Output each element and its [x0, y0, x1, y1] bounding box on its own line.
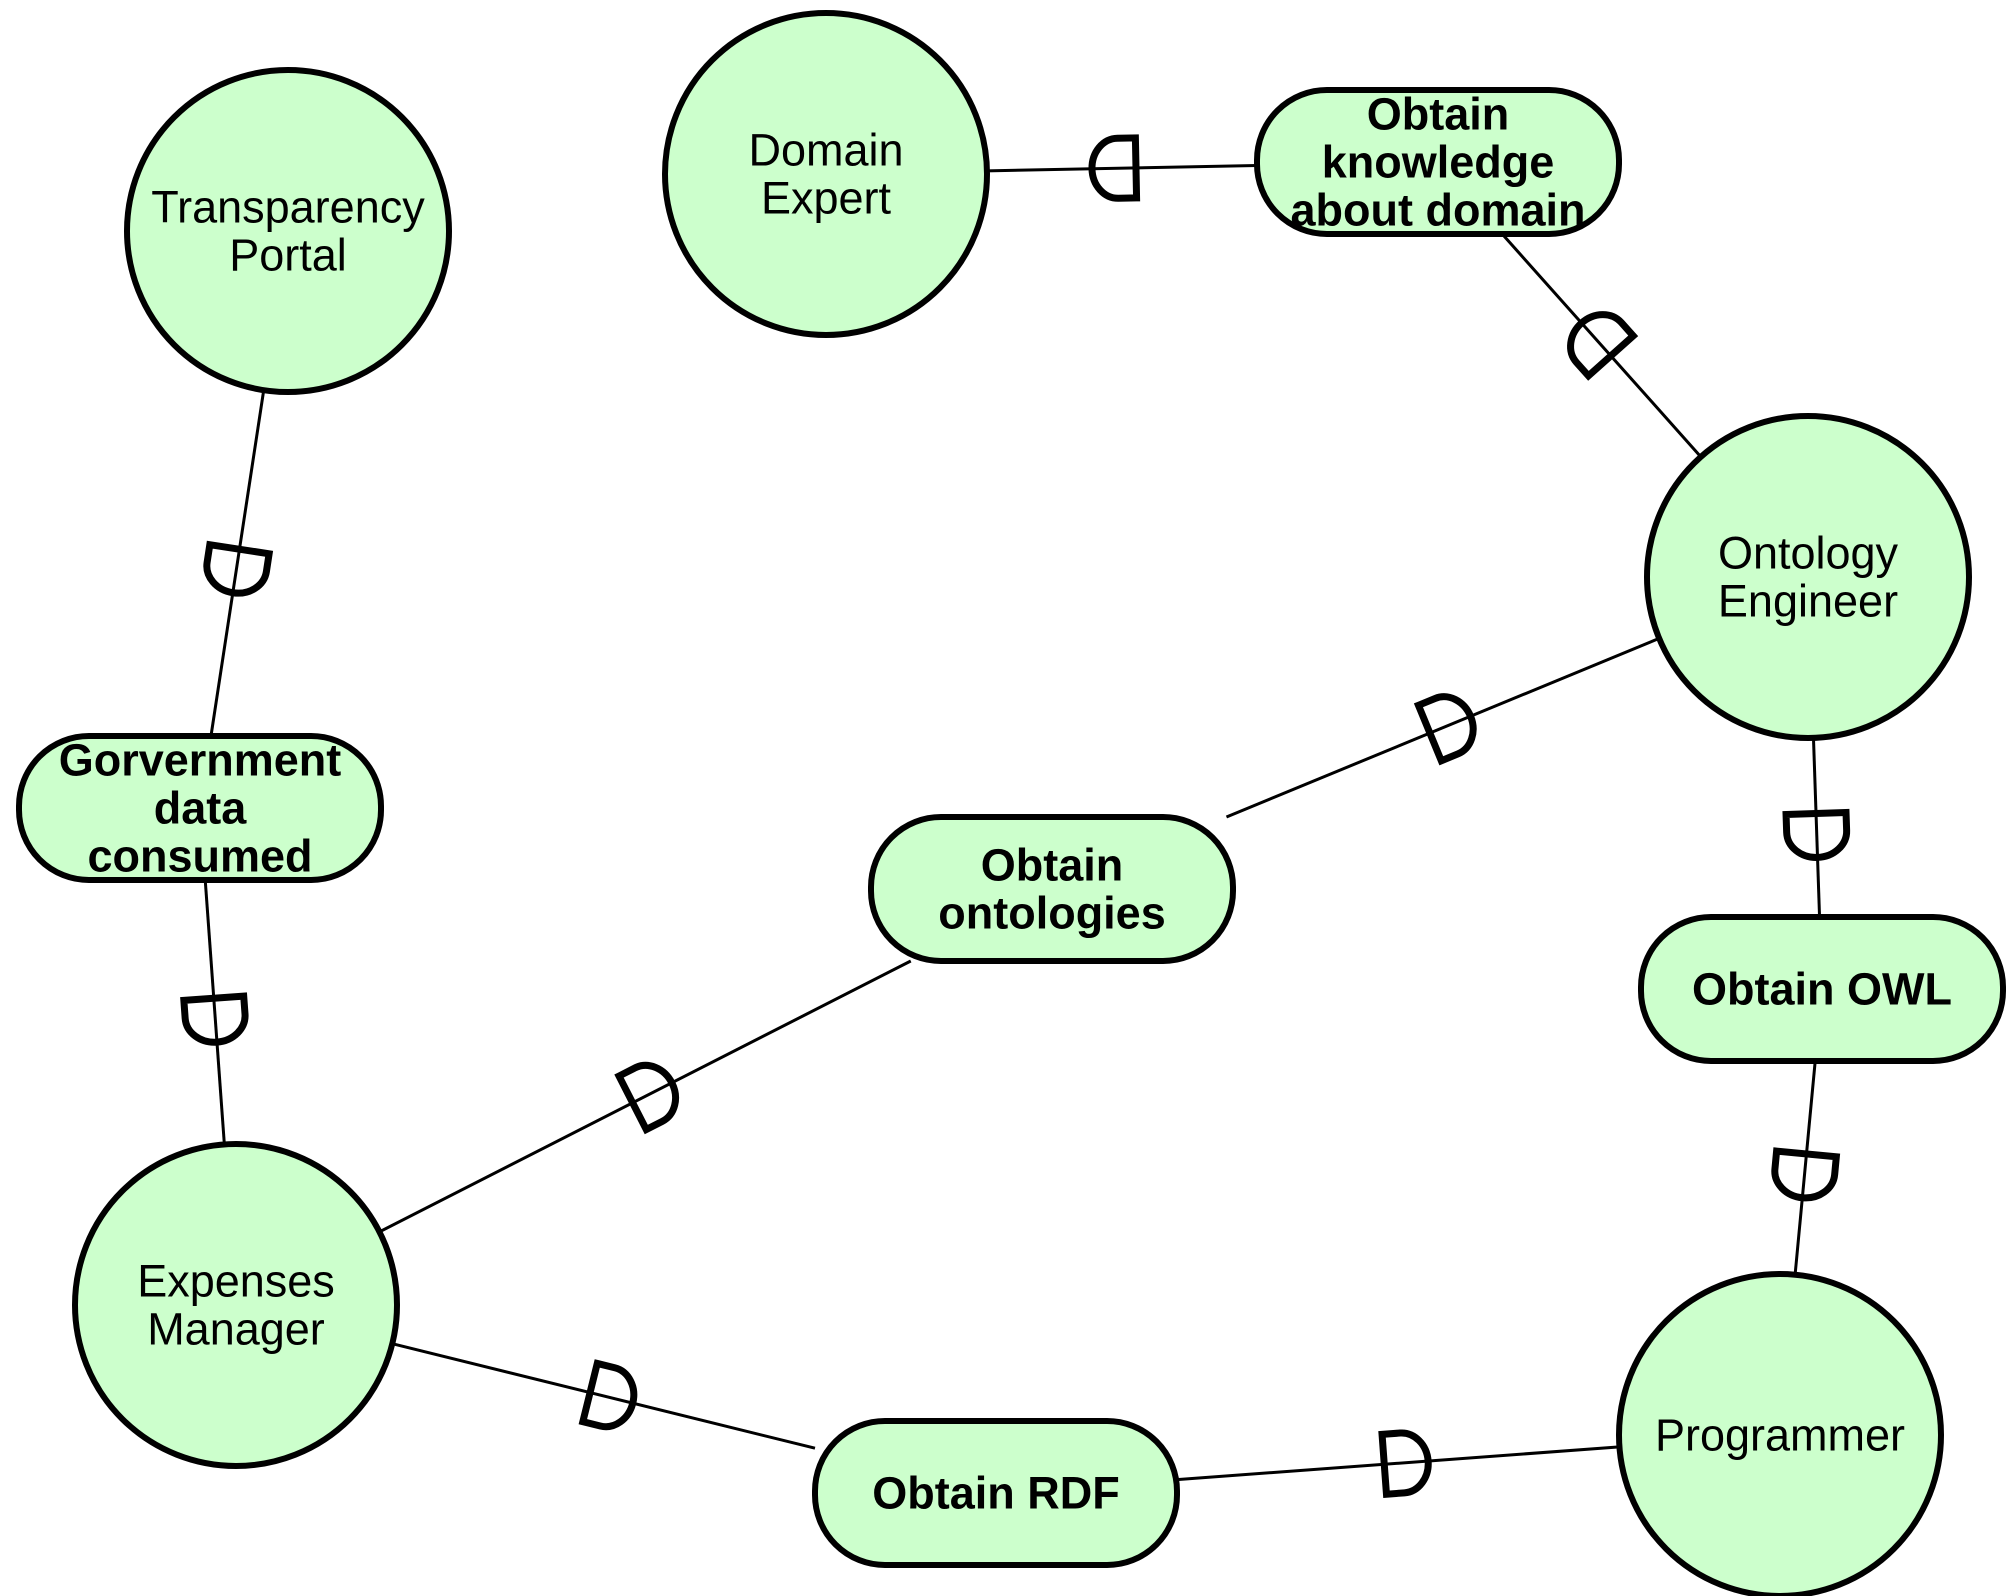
dependency-link[interactable] [1176, 1429, 1620, 1498]
dependum-label: Obtain [1367, 89, 1510, 140]
goal-obtain-owl[interactable]: Obtain OWL [1638, 914, 2006, 1064]
actor-label: Programmer [1655, 1410, 1905, 1461]
dependency-d-marker [180, 992, 249, 1046]
actor-label: Expenses [137, 1256, 335, 1307]
dependency-link[interactable] [1771, 1060, 1841, 1275]
dependency-d-marker [1413, 693, 1477, 766]
actor-circle [1644, 413, 1972, 741]
dependum-label: knowledge [1322, 137, 1555, 188]
dependency-link[interactable] [986, 134, 1258, 202]
dependency-link[interactable] [391, 1342, 816, 1450]
dependum-label: Obtain RDF [872, 1468, 1119, 1519]
actor-circle [1616, 1271, 1944, 1596]
goal-obtain-rdf[interactable]: Obtain RDF [812, 1418, 1180, 1568]
dependum-label: consumed [87, 831, 312, 882]
goal-shape [868, 814, 1236, 964]
dependency-d-marker [578, 1359, 638, 1431]
dependum-label: Obtain OWL [1692, 964, 1952, 1015]
dependency-line [986, 164, 1258, 173]
actor-circle [124, 67, 452, 395]
dependency-d-marker [614, 1061, 680, 1135]
dependency-line [1811, 737, 1822, 918]
goal-shape [1254, 87, 1622, 237]
actor-circle [72, 1141, 400, 1469]
dependency-link[interactable] [180, 879, 249, 1145]
dependum-label: Obtain [981, 840, 1124, 891]
dependum-label: Gorvernment [59, 735, 342, 786]
dependum-label: about domain [1291, 185, 1586, 236]
actor-programmer[interactable]: Programmer [1616, 1271, 1944, 1596]
dependency-line [1225, 637, 1660, 819]
dependency-line [1176, 1445, 1620, 1482]
dependency-links [180, 134, 1851, 1498]
actor-label: Domain [748, 125, 903, 176]
actor-label: Manager [147, 1304, 325, 1355]
dependency-d-marker [1088, 134, 1141, 202]
actor-circle [662, 10, 990, 338]
goal-shape [812, 1418, 1180, 1568]
dependency-d-marker [1567, 311, 1639, 381]
dependency-link[interactable] [1501, 233, 1702, 458]
dependency-link[interactable] [203, 389, 274, 737]
dependency-link[interactable] [1225, 637, 1660, 819]
dependency-line [1501, 233, 1702, 458]
dependum-label: ontologies [938, 888, 1165, 939]
dependency-d-marker [1771, 1147, 1841, 1202]
dependency-line [203, 879, 226, 1145]
dependency-link[interactable] [1782, 737, 1851, 918]
dependency-line [391, 1342, 816, 1450]
dependum-label: data [154, 783, 248, 834]
dependency-d-marker [1378, 1429, 1432, 1498]
actor-label: Portal [229, 230, 347, 281]
actor-label: Expert [761, 173, 892, 224]
dependency-line [1793, 1060, 1817, 1275]
actor-label: Transparency [151, 182, 425, 233]
dependency-d-marker [203, 540, 274, 597]
dependency-link[interactable] [378, 959, 912, 1234]
dependency-line [378, 959, 912, 1234]
goal-shape [16, 733, 384, 883]
dependency-line [209, 389, 266, 737]
goal-shape [1638, 914, 2006, 1064]
dependency-d-marker [1782, 808, 1851, 861]
actor-label: Ontology [1718, 528, 1899, 579]
actor-label: Engineer [1718, 576, 1898, 627]
